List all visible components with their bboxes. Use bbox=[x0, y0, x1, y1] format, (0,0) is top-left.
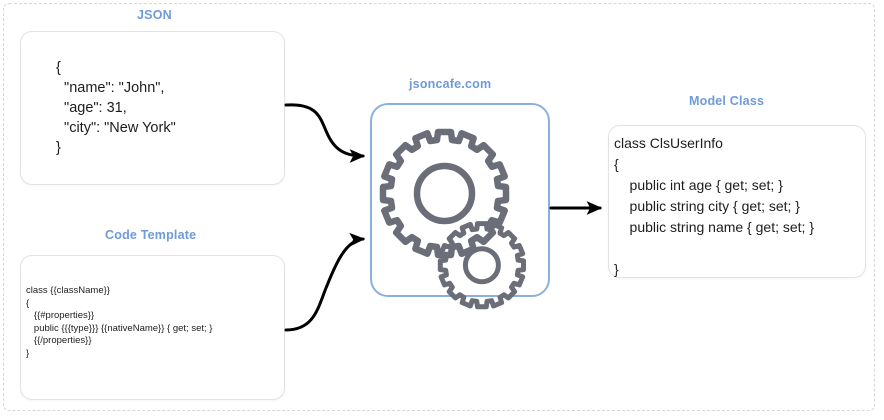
engine-panel bbox=[370, 103, 550, 297]
code-template-code: class {{className}} { {{#properties}} pu… bbox=[26, 285, 213, 359]
code-template-caption: Code Template bbox=[105, 228, 197, 242]
json-panel-code: { "name": "John", "age": 31, "city": "Ne… bbox=[56, 60, 176, 156]
json-panel-caption: JSON bbox=[137, 8, 172, 22]
model-class-caption: Model Class bbox=[689, 94, 765, 108]
diagram-outer-frame bbox=[3, 3, 875, 411]
model-class-panel bbox=[608, 125, 866, 278]
model-class-code: class ClsUserInfo { public int age { get… bbox=[614, 135, 814, 277]
engine-panel-caption: jsoncafe.com bbox=[409, 77, 492, 91]
json-panel bbox=[20, 31, 285, 185]
code-template-panel bbox=[20, 255, 285, 400]
